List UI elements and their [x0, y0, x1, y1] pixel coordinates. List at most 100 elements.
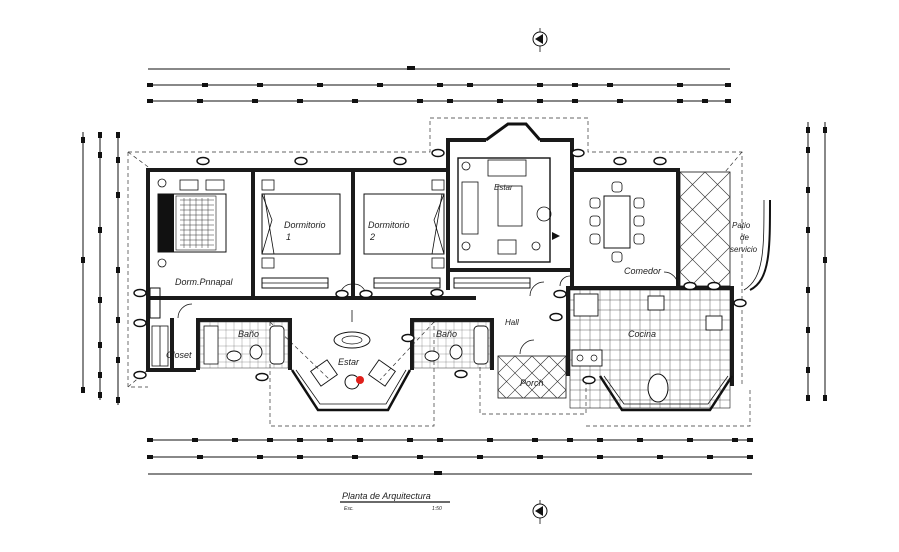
- dimension-tick: [98, 152, 102, 158]
- dimension-tick: [116, 267, 120, 273]
- dimension-tick: [725, 99, 731, 103]
- column-marker-icon: [549, 312, 563, 322]
- dimension-tick: [377, 83, 383, 87]
- dimension-lines-right: [806, 122, 827, 401]
- dimension-tick: [352, 455, 358, 459]
- room-label-cocina: Cocina: [628, 329, 656, 339]
- dimension-tick: [823, 257, 827, 263]
- dimension-tick: [197, 99, 203, 103]
- dimension-lines-left: [81, 132, 120, 405]
- dimension-tick: [297, 438, 303, 442]
- room-label-bano-right: Baño: [436, 329, 457, 339]
- dimension-tick: [147, 99, 153, 103]
- service-patio-hatch: [679, 171, 771, 291]
- dimension-tick: [116, 317, 120, 323]
- dimension-tick: [597, 455, 603, 459]
- dimension-tick: [707, 455, 713, 459]
- dimension-tick: [202, 83, 208, 87]
- column-marker-icon: [653, 156, 667, 166]
- dimension-tick: [437, 438, 443, 442]
- dimension-tick: [537, 83, 543, 87]
- dimension-tick: [806, 127, 810, 133]
- north-arrow-top-icon: [532, 28, 548, 52]
- dimension-tick: [725, 83, 731, 87]
- dimension-tick: [806, 147, 810, 153]
- dimension-tick: [98, 372, 102, 378]
- dimension-lines-bottom: [147, 438, 753, 475]
- column-marker-icon: [613, 156, 627, 166]
- dimension-tick: [597, 438, 603, 442]
- dimension-tick: [823, 127, 827, 133]
- master-bed-icon: [157, 178, 227, 268]
- dimension-tick: [806, 227, 810, 233]
- dimension-tick: [147, 455, 153, 459]
- dimension-tick: [197, 455, 203, 459]
- dimension-tick: [98, 297, 102, 303]
- column-marker-icon: [294, 156, 308, 166]
- dimension-tick: [257, 83, 263, 87]
- column-marker-icon: [431, 148, 445, 158]
- closet-icon: [151, 325, 169, 367]
- dimension-tick: [747, 438, 753, 442]
- title-block: Planta de Arquitectura Esc. 1:50: [340, 491, 450, 512]
- dimension-tick: [267, 438, 273, 442]
- bed-2-icon: [363, 179, 445, 269]
- room-label-dormitorio-1-num: 1: [286, 232, 291, 242]
- column-marker-icon: [133, 370, 147, 380]
- room-label-patio-1: Patio: [732, 221, 751, 230]
- column-marker-icon: [683, 281, 697, 291]
- column-marker-icon: [582, 375, 596, 385]
- column-marker-icon: [255, 372, 269, 382]
- column-marker-icon: [430, 288, 444, 298]
- dimension-tick: [417, 455, 423, 459]
- red-marker-icon: [356, 376, 364, 384]
- room-label-estar-top: Estar: [494, 183, 513, 192]
- kitchen-fixtures: [571, 293, 723, 403]
- dimension-tick: [702, 99, 708, 103]
- dimension-tick: [677, 99, 683, 103]
- dimension-tick: [487, 438, 493, 442]
- dimension-tick: [677, 83, 683, 87]
- column-marker-icon: [359, 289, 373, 299]
- dimension-tick: [467, 83, 473, 87]
- room-label-dormitorio-2-num: 2: [369, 232, 375, 242]
- dimension-lines-top: [147, 66, 731, 103]
- room-label-closet: Closet: [166, 350, 192, 360]
- dimension-tick: [297, 455, 303, 459]
- dimension-tick: [327, 438, 333, 442]
- dimension-tick: [116, 357, 120, 363]
- dimension-tick: [532, 438, 538, 442]
- porch-hatch: [497, 355, 567, 399]
- column-marker-icon: [707, 281, 721, 291]
- bathroom-right-fixtures: [413, 321, 491, 369]
- dimension-tick: [98, 132, 102, 138]
- dimension-tick: [116, 192, 120, 198]
- column-marker-icon: [133, 288, 147, 298]
- dimension-tick: [477, 455, 483, 459]
- dimension-tick: [116, 397, 120, 403]
- kitchen-floor-grid: [569, 289, 731, 409]
- dimension-tick: [572, 99, 578, 103]
- dimension-tick: [637, 438, 643, 442]
- dimension-tick: [317, 83, 323, 87]
- scale-value: 1:50: [432, 506, 442, 512]
- column-marker-icon: [196, 156, 210, 166]
- north-arrow-bottom-icon: [532, 500, 548, 524]
- dimension-tick: [732, 438, 738, 442]
- bathroom-left-fixtures: [199, 321, 289, 369]
- drawing-title: Planta de Arquitectura: [342, 491, 431, 501]
- dimension-tick: [567, 438, 573, 442]
- dimension-tick: [447, 99, 453, 103]
- dimension-tick: [417, 99, 423, 103]
- dimension-tick: [537, 455, 543, 459]
- dimension-tick: [617, 99, 623, 103]
- dimension-tick: [98, 392, 102, 398]
- dimension-tick: [232, 438, 238, 442]
- dimension-tick: [806, 287, 810, 293]
- dimension-tick: [252, 99, 258, 103]
- column-marker-icon: [454, 369, 468, 379]
- dimension-tick: [806, 327, 810, 333]
- room-label-porch: Porch: [520, 378, 544, 388]
